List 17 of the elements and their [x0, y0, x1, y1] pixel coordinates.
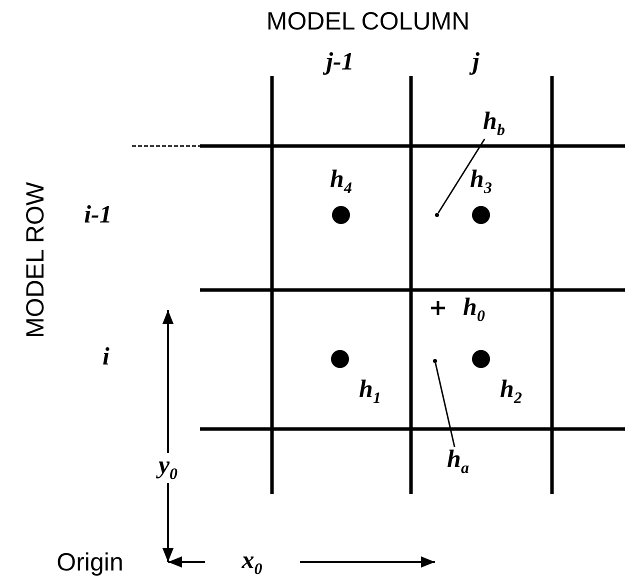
head-label: h$_{1}$: [359, 377, 381, 407]
leader-text: h$_{a}$: [447, 447, 469, 477]
row-index: i: [102, 344, 110, 370]
target-point: [435, 213, 439, 217]
head-label: h$_{2}$: [500, 377, 522, 407]
head-label: h$_{3}$: [470, 167, 492, 197]
axis-title: MODEL COLUMN: [266, 10, 470, 34]
target-point: [433, 359, 437, 363]
dimension-label: y$_{0}$: [158, 453, 178, 483]
head-label: h$_{4}$: [330, 167, 352, 197]
leader-text: h$_{b}$: [483, 109, 505, 139]
axis-title: MODEL ROW: [24, 182, 48, 338]
leader-line: [438, 138, 486, 214]
axis-label: Origin: [56, 550, 124, 576]
row-index: i-1: [84, 202, 112, 228]
head-label: h$_{0}$: [463, 295, 485, 325]
leader-line: [434, 362, 456, 448]
